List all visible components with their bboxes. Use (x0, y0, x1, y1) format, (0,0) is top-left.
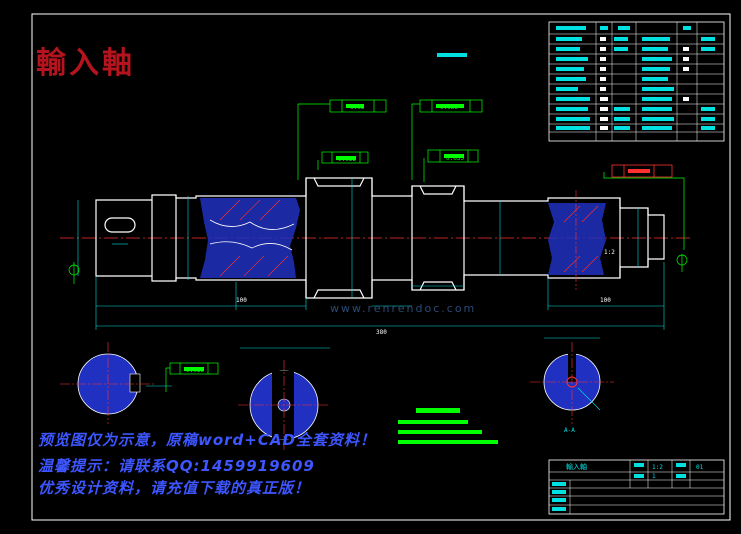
tol-frame-3-value: 0.022 (338, 156, 356, 163)
technical-notes (398, 408, 498, 444)
title-block-qty: 1 (652, 473, 656, 480)
section-view-aa (530, 337, 614, 424)
shaft-outline (95, 177, 665, 299)
title-scale-note: 1:2 (604, 249, 615, 256)
parameter-table (548, 21, 725, 142)
tolerance-values (184, 104, 464, 371)
note-heading (437, 53, 467, 57)
dim-right-segment: 100 (600, 297, 611, 304)
section-view-1 (60, 342, 172, 424)
tol-frame-2-value: 0.035 (440, 104, 458, 111)
dim-total-length: 380 (376, 329, 387, 336)
tolerance-frames (73, 99, 685, 392)
title-block-scale: 1:2 (652, 464, 663, 471)
watermark-line-1: 预览图仅为示意，原稿word+CAD全套资料！ (38, 431, 376, 449)
dim-left-segment: 100 (236, 297, 247, 304)
drawing-title: 輸入軸 (36, 46, 135, 81)
title-block-code: 01 (696, 464, 704, 471)
watermark-line-2: 温馨提示：请联系QQ:1459919609 (38, 457, 315, 475)
title-block (548, 459, 725, 515)
tol-frame-4-value: 0.035 (446, 155, 464, 162)
dimension-lines (77, 178, 665, 330)
tol-frame-5-value: 0.025 (186, 367, 204, 374)
watermark-site: www.renrendoc.com (330, 302, 477, 315)
watermark-line-3: 优秀设计资料，请充值下载的真正版！ (38, 479, 311, 497)
section-label-aa: A-A (564, 427, 575, 434)
section-hatch (200, 190, 606, 290)
drawing-border (31, 13, 731, 521)
title-block-part-name: 輸入軸 (566, 462, 587, 471)
datum-symbols (68, 254, 688, 276)
runout-frame (611, 164, 673, 178)
tol-frame-1-value: 0.02 (350, 104, 365, 111)
section-view-2 (238, 347, 330, 450)
